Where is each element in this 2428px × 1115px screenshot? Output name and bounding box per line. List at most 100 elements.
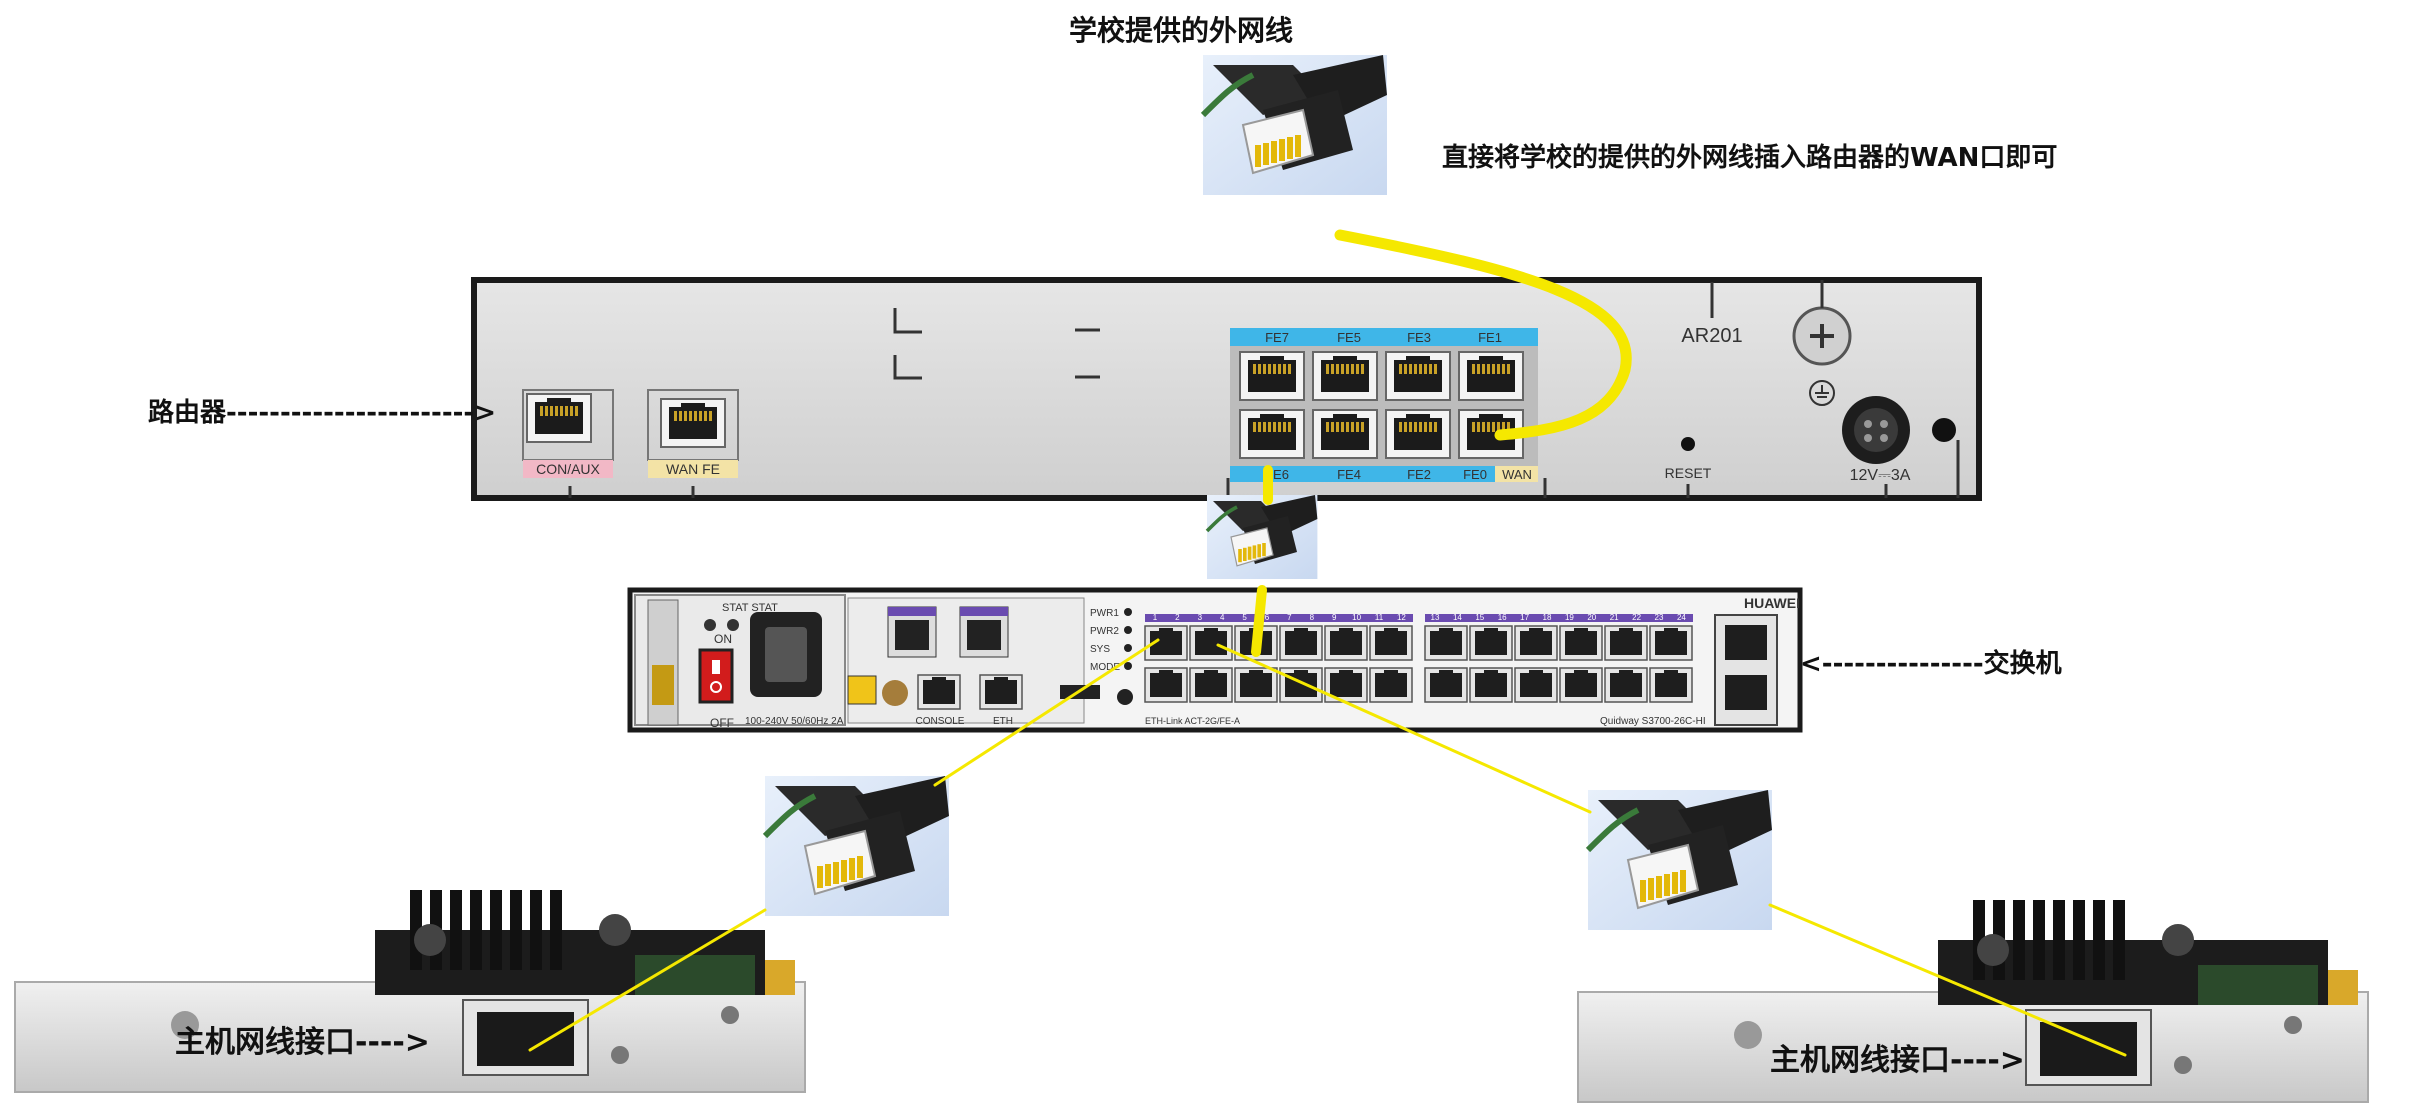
on-label: ON — [714, 632, 732, 646]
switch-port-number: 4 — [1220, 613, 1225, 622]
switch-port[interactable] — [1234, 667, 1278, 703]
power-label: 12V⎓3A — [1850, 467, 1911, 484]
fe3-label: FE3 — [1407, 330, 1431, 345]
switch-port-number: 24 — [1677, 613, 1686, 622]
switch-bottom-strip: ETH-Link ACT-2G/FE-A — [1145, 716, 1240, 726]
switch-port[interactable] — [1649, 625, 1693, 661]
rj45-plug-icon — [1205, 493, 1320, 581]
switch-port-number: 11 — [1375, 613, 1384, 622]
con-aux-label: CON/AUX — [536, 461, 600, 477]
switch-port-number: 6 — [1265, 613, 1270, 622]
switch-port[interactable] — [1279, 667, 1323, 703]
fe2-label: FE2 — [1407, 467, 1431, 482]
stat-label: STAT STAT — [722, 602, 778, 614]
switch: STAT STAT ON OFF 100-240V 50/60Hz 2A CON… — [627, 587, 1803, 733]
port-fe1[interactable] — [1458, 351, 1524, 401]
rj45-plug-icon — [1588, 790, 1772, 930]
switch-port-number: 13 — [1431, 613, 1440, 622]
fe1-label: FE1 — [1478, 330, 1502, 345]
led-pwr2: PWR2 — [1090, 626, 1119, 637]
console-port[interactable] — [917, 674, 961, 710]
switch-port-number: 5 — [1242, 613, 1247, 622]
port-fe7[interactable] — [1239, 351, 1305, 401]
switch-port[interactable] — [1649, 667, 1693, 703]
switch-port[interactable] — [1369, 667, 1413, 703]
port-fe3[interactable] — [1385, 351, 1451, 401]
port-fe2[interactable] — [1385, 409, 1451, 459]
top-cable-label: 学校提供的外网线 — [1069, 14, 1293, 47]
switch-port[interactable] — [1424, 667, 1468, 703]
switch-port-number: 7 — [1287, 613, 1292, 622]
cable-right-bottom — [1768, 903, 2127, 1057]
switch-model: Quidway S3700-26C-HI — [1600, 716, 1706, 727]
wan-fe-port[interactable]: WAN FE — [647, 389, 739, 478]
power-spec: 100-240V 50/60Hz 2A — [745, 716, 844, 727]
cable-right-top — [1216, 643, 1592, 814]
rj45-plug-icon — [1203, 55, 1387, 195]
off-label: OFF — [710, 716, 734, 730]
console-label: CONSOLE — [916, 716, 965, 727]
nic-left — [14, 889, 806, 1093]
ground-icon — [1792, 280, 1852, 406]
switch-port[interactable] — [1189, 625, 1233, 661]
switch-port[interactable] — [1144, 667, 1188, 703]
switch-brand: HUAWEI — [1744, 595, 1800, 611]
switch-port-number: 14 — [1453, 613, 1462, 622]
switch-port-number: 19 — [1565, 613, 1574, 622]
switch-port[interactable] — [1469, 625, 1513, 661]
power-connector-icon — [1842, 396, 1956, 464]
cable-router-switch — [1251, 585, 1267, 657]
cable-left-bottom — [528, 908, 767, 1052]
led-sys: SYS — [1090, 644, 1110, 655]
switch-port-number: 22 — [1632, 613, 1641, 622]
fe5-label: FE5 — [1337, 330, 1361, 345]
cable-wan — [1334, 229, 1632, 441]
switch-port[interactable] — [1559, 625, 1603, 661]
router: CON/AUX WAN FE FE7 FE5 FE3 FE1 FE6 FE4 F… — [471, 277, 1982, 501]
switch-port-number: 16 — [1498, 613, 1507, 622]
switch-port[interactable] — [1189, 667, 1233, 703]
router-model: AR201 — [1681, 325, 1742, 347]
switch-port[interactable] — [1369, 625, 1413, 661]
reset-button[interactable] — [1681, 437, 1695, 451]
switch-port[interactable] — [1514, 667, 1558, 703]
rj45-plug-icon — [765, 776, 949, 916]
switch-port[interactable] — [1559, 667, 1603, 703]
cables — [528, 229, 2127, 1057]
power-switch-icon[interactable] — [698, 648, 734, 704]
switch-port[interactable] — [1604, 625, 1648, 661]
switch-port[interactable] — [1469, 667, 1513, 703]
switch-port[interactable] — [1514, 625, 1558, 661]
port-fe4[interactable] — [1312, 409, 1378, 459]
switch-port-number: 15 — [1475, 613, 1484, 622]
switch-port-number: 20 — [1587, 613, 1596, 622]
port-fe6[interactable] — [1239, 409, 1305, 459]
instruction-text: 直接将学校的提供的外网线插入路由器的WAN口即可 — [1442, 142, 2057, 173]
wan-fe-label: WAN FE — [666, 461, 720, 477]
con-aux-port[interactable]: CON/AUX — [522, 389, 614, 478]
fe0-label: FE0 — [1463, 467, 1487, 482]
eth-port[interactable] — [979, 674, 1023, 710]
switch-port[interactable] — [1324, 625, 1368, 661]
port-fe5[interactable] — [1312, 351, 1378, 401]
switch-port[interactable] — [1604, 667, 1648, 703]
switch-port-number: 17 — [1520, 613, 1529, 622]
switch-port-number: 3 — [1198, 613, 1203, 622]
switch-port-number: 1 — [1153, 613, 1158, 622]
switch-label: <---------------交换机 — [1800, 648, 2062, 679]
reset-label: RESET — [1665, 465, 1712, 481]
router-label: 路由器-----------------------> — [148, 397, 496, 428]
switch-port-number: 2 — [1175, 613, 1180, 622]
led-mode: MODE — [1090, 662, 1120, 673]
switch-port-number: 18 — [1543, 613, 1552, 622]
switch-port[interactable] — [1279, 625, 1323, 661]
switch-port[interactable] — [1424, 625, 1468, 661]
switch-port-number: 9 — [1332, 613, 1337, 622]
fe-top-strip — [1230, 328, 1538, 346]
fe4-label: FE4 — [1337, 467, 1361, 482]
switch-port-number: 8 — [1310, 613, 1315, 622]
cable-left-top — [933, 638, 1160, 787]
